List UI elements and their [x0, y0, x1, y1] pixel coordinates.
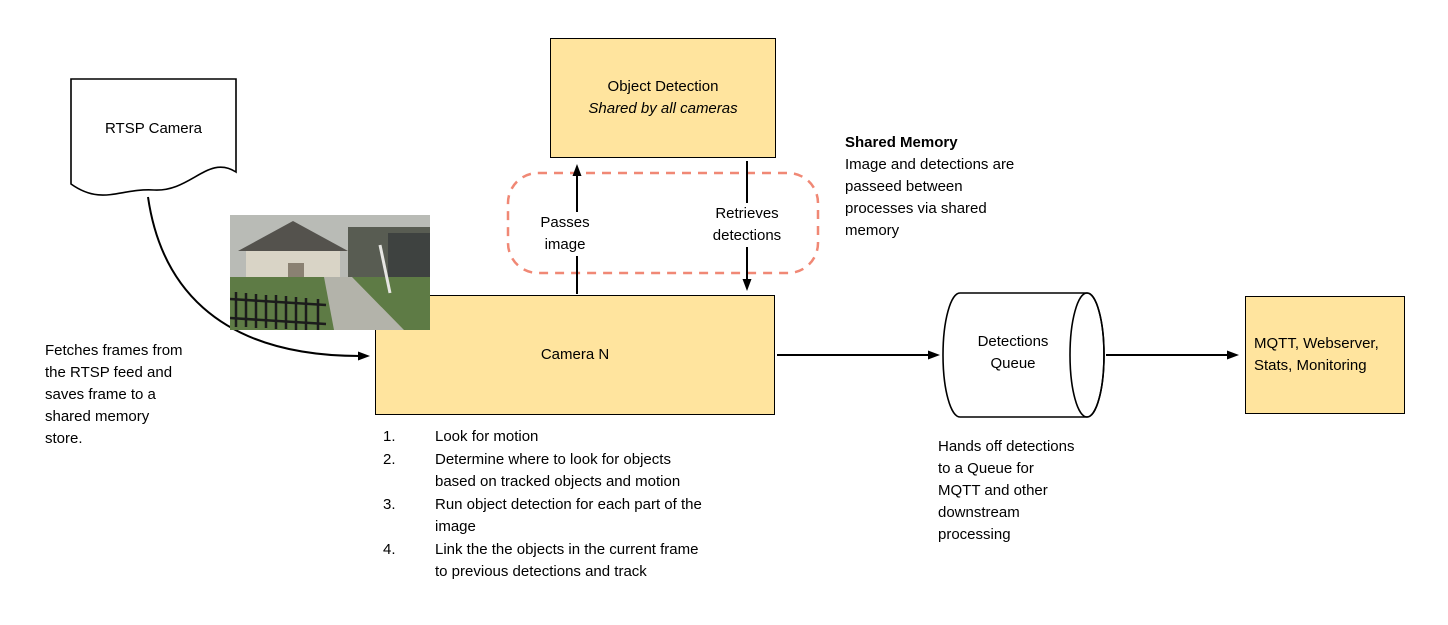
camera-step-3-number: 3. — [383, 495, 396, 513]
camera-step-3: 3. Run object detection for each part of… — [383, 494, 702, 539]
camera-step-4-number: 4. — [383, 540, 396, 558]
object-detection-title: Object Detection — [607, 78, 719, 95]
camera-step-1-text: Look for motion — [435, 428, 539, 445]
camera-snapshot-image — [230, 215, 430, 330]
camera-step-4-text: Link the the objects in the current fram… — [435, 540, 699, 581]
passes-image-label: Passes image — [529, 212, 601, 256]
detections-queue-label: Detections Queue — [977, 333, 1049, 372]
shared-memory-note-title: Shared Memory — [845, 134, 958, 151]
camera-step-3-text: Run object detection for each part of th… — [435, 495, 702, 536]
outputs-label: MQTT, Webserver, Stats, Monitoring — [1254, 335, 1379, 374]
camera-snapshot — [230, 215, 430, 330]
camera-step-4: 4. Link the the objects in the current f… — [383, 539, 702, 584]
fetch-frames-note: Fetches frames from the RTSP feed and sa… — [45, 342, 183, 447]
camera-n-node: Camera N — [375, 295, 775, 415]
camera-steps-list: 1. Look for motion 2. Determine where to… — [383, 426, 702, 584]
shared-memory-note: Shared Memory Image and detections are p… — [845, 132, 1065, 242]
camera-step-2: 2. Determine where to look for objects b… — [383, 449, 702, 494]
camera-n-label: Camera N — [540, 346, 610, 363]
object-detection-node: Object Detection Shared by all cameras — [550, 38, 776, 158]
camera-step-2-number: 2. — [383, 450, 396, 468]
outputs-node: MQTT, Webserver, Stats, Monitoring — [1245, 296, 1405, 414]
rtsp-camera-label: RTSP Camera — [105, 120, 202, 137]
retrieves-detections-label: Retrieves detections — [702, 203, 792, 247]
camera-step-1: 1. Look for motion — [383, 426, 702, 449]
camera-step-2-text: Determine where to look for objects base… — [435, 450, 681, 491]
object-detection-subtitle: Shared by all cameras — [588, 100, 738, 117]
camera-step-1-number: 1. — [383, 428, 396, 445]
queue-handoff-note: Hands off detections to a Queue for MQTT… — [938, 438, 1075, 543]
shared-memory-note-body: Image and detections are passeed between… — [845, 156, 1015, 239]
